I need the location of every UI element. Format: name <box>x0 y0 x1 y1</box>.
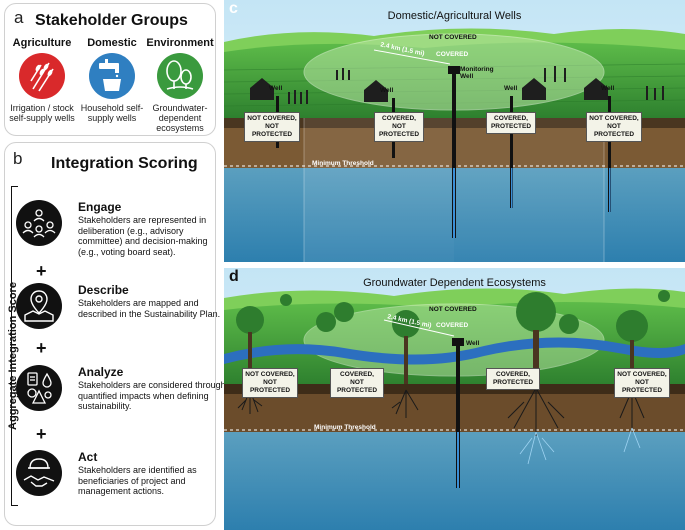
panel-c-well-4: Well <box>601 85 615 92</box>
step-act-desc: Stakeholders are identified as beneficia… <box>78 465 197 496</box>
panel-c-label-4: NOT COVERED, NOT PROTECTED <box>586 112 642 142</box>
analysis-icon <box>16 365 62 411</box>
panel-a: a Stakeholder Groups Agriculture Irrigat… <box>4 3 216 136</box>
panel-d-illustration <box>224 268 685 530</box>
panel-c-label-1: NOT COVERED, NOT PROTECTED <box>244 112 300 142</box>
group-environment: Environment Groundwater-dependent ecosys… <box>145 37 215 133</box>
step-analyze-desc: Stakeholders are considered through quan… <box>78 380 226 411</box>
panel-c-well-2: Well <box>380 87 394 94</box>
panel-c-letter: c <box>229 0 238 17</box>
panel-d-covered: COVERED <box>436 322 469 329</box>
handshake-icon <box>16 450 62 496</box>
panel-a-title: Stakeholder Groups <box>35 12 188 29</box>
step-engage-desc: Stakeholders are represented in delibera… <box>78 215 208 257</box>
panel-d-well: Well <box>466 340 480 347</box>
step-describe-desc: Stakeholders are mapped and described in… <box>78 298 221 319</box>
panel-c-well-3: Well <box>504 85 518 92</box>
panel-c-illustration <box>224 0 685 262</box>
people-network-icon <box>16 200 62 246</box>
group-agriculture: Agriculture Irrigation / stock self-supp… <box>7 37 77 123</box>
score-bracket <box>11 186 18 506</box>
panel-d-label-4: NOT COVERED, NOT PROTECTED <box>614 368 670 398</box>
map-pin-icon <box>16 283 62 329</box>
panel-d-label-3: COVERED, PROTECTED <box>486 368 540 390</box>
panel-d-label-2: COVERED, NOT PROTECTED <box>330 368 384 398</box>
faucet-icon <box>89 53 135 99</box>
wheat-icon <box>19 53 65 99</box>
group-domestic-name: Domestic <box>87 37 137 49</box>
panel-c-well-1: Well <box>269 85 283 92</box>
step-describe-name: Describe <box>78 283 129 297</box>
step-act-name: Act <box>78 450 98 464</box>
panel-d-not-covered: NOT COVERED <box>429 306 477 313</box>
group-environment-desc: Groundwater-dependent ecosystems <box>152 103 208 133</box>
panel-b-title: Integration Scoring <box>51 155 198 172</box>
step-analyze-name: Analyze <box>78 365 124 379</box>
group-domestic: Domestic Household self-supply wells <box>77 37 147 123</box>
panel-c-covered: COVERED <box>436 51 469 58</box>
panel-c-title: Domestic/Agricultural Wells <box>387 10 522 22</box>
plus-sign-3: + <box>36 424 47 444</box>
panel-d-title: Groundwater Dependent Ecosystems <box>363 277 546 289</box>
group-environment-name: Environment <box>146 37 214 49</box>
tree-icon <box>157 53 203 99</box>
group-domestic-desc: Household self-supply wells <box>80 103 144 123</box>
panel-c: c Domestic/Agricultural Wells NOT COVERE… <box>224 0 685 262</box>
group-agriculture-desc: Irrigation / stock self-supply wells <box>9 103 75 123</box>
panel-b-letter: b <box>13 149 23 168</box>
panel-c-monitoring-well: Monitoring Well <box>460 66 494 80</box>
panel-c-not-covered: NOT COVERED <box>429 34 477 41</box>
plus-sign-2: + <box>36 338 47 358</box>
plus-sign-1: + <box>36 261 47 281</box>
panel-d: d Groundwater Dependent Ecosystems NOT C… <box>224 268 685 530</box>
step-engage-name: Engage <box>78 200 122 214</box>
panel-d-label-1: NOT COVERED, NOT PROTECTED <box>242 368 298 398</box>
panel-c-threshold: Minimum Threshold <box>312 160 374 167</box>
group-agriculture-name: Agriculture <box>12 37 72 49</box>
panel-c-label-2: COVERED, NOT PROTECTED <box>374 112 424 142</box>
panel-a-letter: a <box>14 8 24 27</box>
panel-c-label-3: COVERED, PROTECTED <box>486 112 536 134</box>
panel-d-threshold: Minimum Threshold <box>314 424 376 431</box>
panel-d-letter: d <box>229 268 239 285</box>
